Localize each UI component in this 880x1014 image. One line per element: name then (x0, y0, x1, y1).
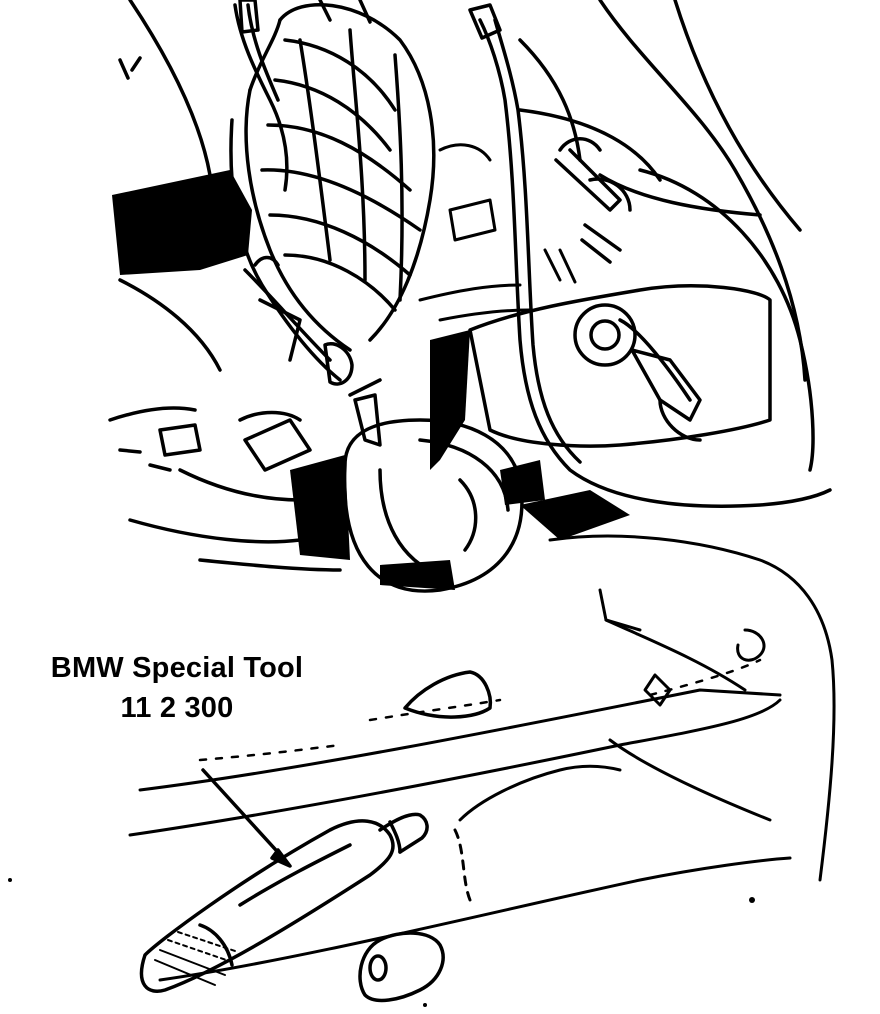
reference-mark (403, 670, 493, 719)
callout-line-2: 11 2 300 (120, 692, 234, 724)
special-tool (139, 812, 445, 1003)
dashed-lines (198, 658, 762, 762)
shadow-areas (112, 170, 630, 590)
sensor-cable (468, 3, 832, 508)
wiring-harness (229, 0, 354, 386)
pulley (342, 378, 524, 593)
special-tool-callout: BMW Special Tool 11 2 300 (22, 648, 332, 728)
stray-marks (8, 878, 755, 1007)
intake-hose (244, 0, 436, 352)
fender-panel (118, 0, 815, 472)
callout-arrow (201, 768, 292, 868)
engine-detail-lines (418, 143, 836, 882)
engine-block-left (108, 278, 342, 572)
callout-line-1: BMW Special Tool (50, 652, 304, 684)
plug-connector (468, 284, 772, 448)
